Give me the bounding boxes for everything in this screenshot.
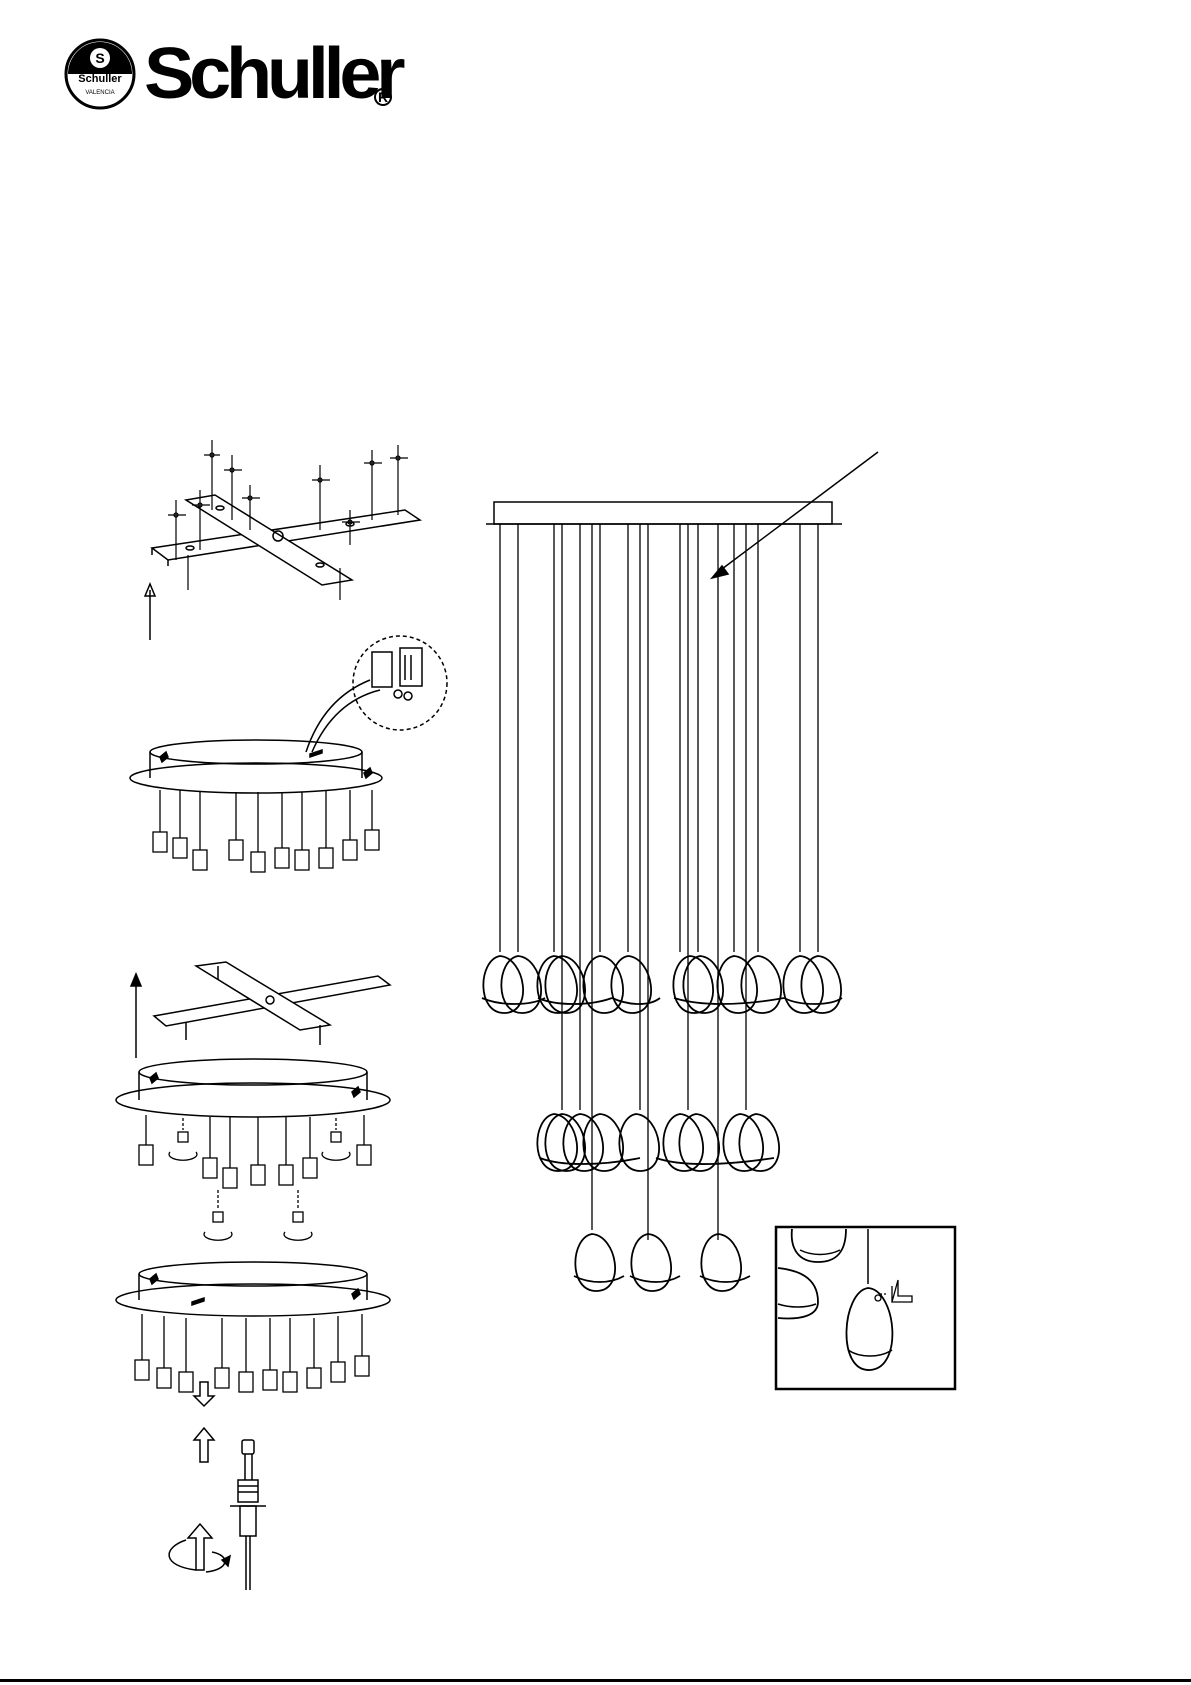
rotate-arrow-icon: [169, 1524, 230, 1572]
step4-assembly: [116, 1262, 390, 1590]
detail-inset: [776, 1227, 955, 1389]
chandelier-main: [482, 452, 878, 1291]
pendant-cords: [500, 524, 818, 1240]
hollow-arrow-icon: [194, 1382, 214, 1406]
step3-assembly: [116, 962, 390, 1240]
up-arrow-icon: [145, 584, 155, 640]
rotate-arrow-icon: [169, 1152, 197, 1160]
allen-key-icon: [875, 1280, 912, 1302]
page-bottom-rule: [0, 1679, 1191, 1682]
step2-canopy-ring: [130, 636, 447, 872]
pendants-row-3: [574, 1234, 750, 1291]
pendants-row-2: [537, 1114, 779, 1171]
step1-cross-bracket: [145, 440, 420, 640]
cable-gland: [230, 1440, 266, 1590]
up-arrow-icon: [131, 974, 141, 1058]
rotate-arrow-icon: [204, 1232, 232, 1240]
rotate-arrow-icon: [322, 1152, 350, 1160]
hollow-arrow-icon: [194, 1428, 214, 1462]
step2-sockets: [153, 790, 379, 872]
pendants-row-1: [482, 956, 842, 1013]
rotate-arrow-icon: [284, 1232, 312, 1240]
